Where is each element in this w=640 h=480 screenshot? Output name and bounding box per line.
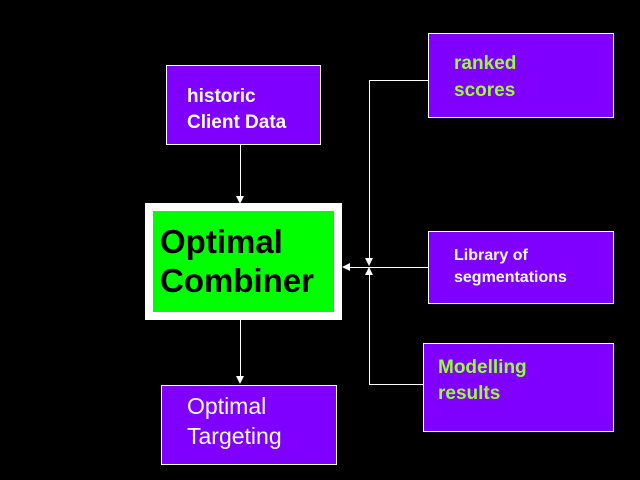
- targeting-label-line1: Optimal: [187, 393, 267, 419]
- library-of-segmentations-box: Library of segmentations: [428, 231, 614, 304]
- combiner-label-line2: Combiner: [160, 262, 315, 299]
- ranked-label-line1: ranked: [454, 53, 517, 74]
- arrowhead-into-targeting: [236, 376, 244, 384]
- combiner-label-line1: Optimal: [160, 223, 283, 260]
- arrowhead-into-combiner-right: [342, 263, 350, 271]
- historic-client-data-box: historic Client Data: [166, 65, 321, 145]
- connector-combiner-to-targeting: [240, 320, 241, 377]
- targeting-label-line2: Targeting: [187, 423, 282, 449]
- modelling-label-line2: results: [438, 383, 501, 404]
- historic-label-line2: Client Data: [187, 112, 287, 133]
- optimal-targeting-box: Optimal Targeting: [161, 385, 337, 465]
- optimal-combiner-fill: Optimal Combiner: [153, 211, 334, 312]
- arrowhead-into-combiner-top: [236, 196, 244, 204]
- library-label-line2: segmentations: [454, 269, 567, 286]
- modelling-results-box: Modelling results: [423, 343, 614, 432]
- modelling-label-line1: Modelling: [438, 357, 527, 378]
- library-label-line1: Library of: [454, 247, 528, 264]
- connector-modelling-vertical: [369, 275, 370, 385]
- ranked-scores-box: ranked scores: [428, 33, 614, 118]
- arrowhead-modelling-up: [365, 267, 373, 275]
- connector-ranked-vertical: [369, 80, 370, 260]
- arrowhead-ranked-down: [365, 258, 373, 266]
- connector-library-to-combiner: [350, 267, 428, 268]
- optimal-combiner-box: Optimal Combiner: [145, 203, 342, 320]
- connector-ranked-horizontal: [369, 80, 428, 81]
- ranked-label-line2: scores: [454, 80, 516, 101]
- historic-label-line1: historic: [187, 86, 256, 107]
- connector-historic-to-combiner: [240, 145, 241, 197]
- connector-modelling-horizontal: [369, 384, 423, 385]
